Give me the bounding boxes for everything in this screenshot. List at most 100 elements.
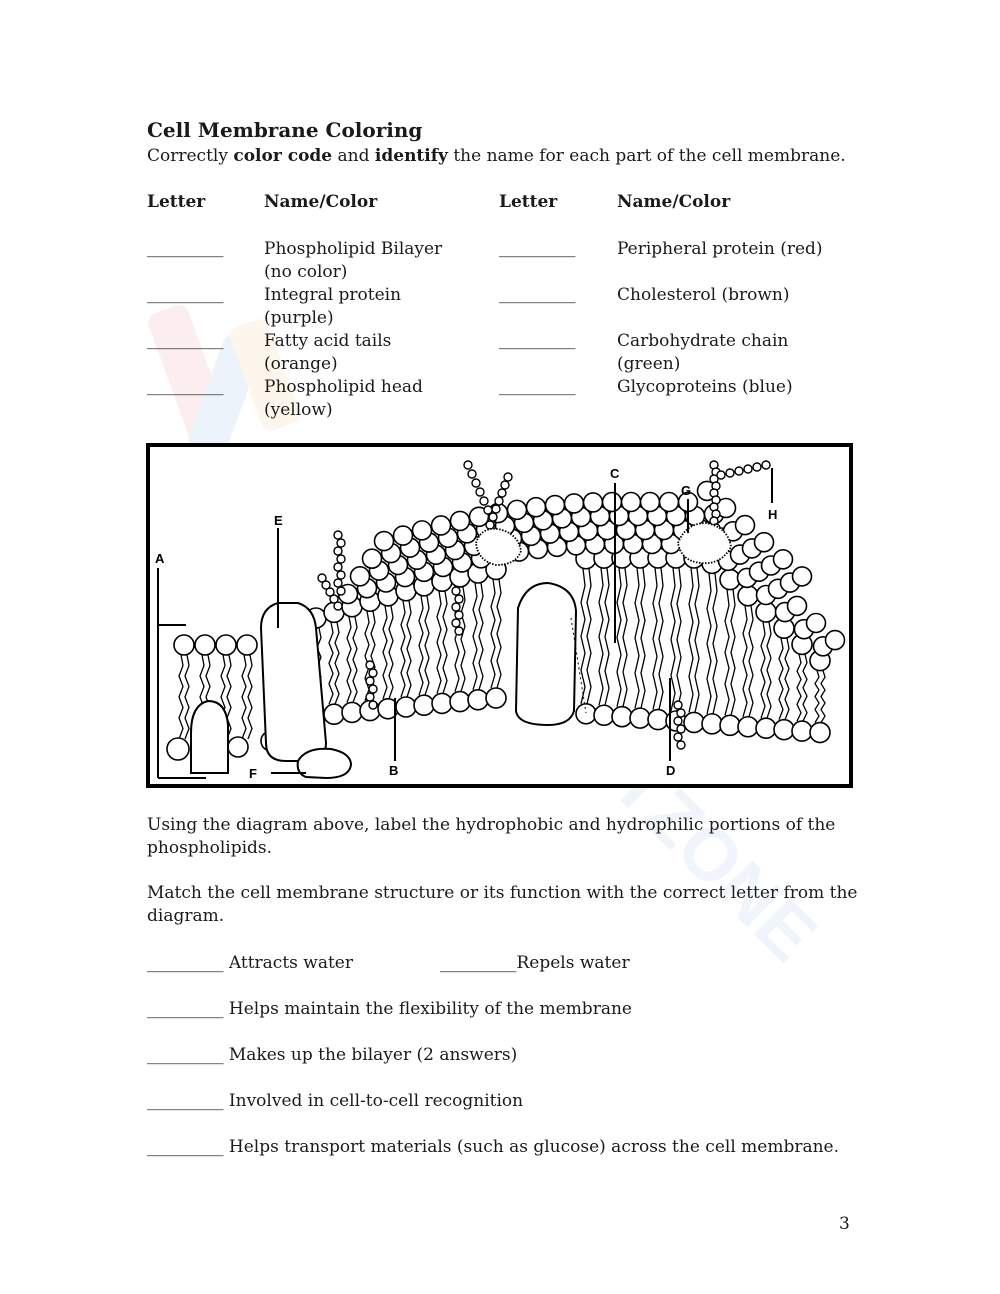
table-item: Phospholipid Bilayer(no color) — [264, 239, 443, 282]
match-instruction: Match the cell membrane structure or its… — [147, 883, 858, 926]
phospholipid-head — [373, 530, 395, 552]
peripheral-protein-f — [296, 747, 353, 780]
phospholipid-head — [824, 629, 846, 651]
answer-blank[interactable]: _________ — [147, 953, 224, 973]
label-a: A — [155, 551, 165, 566]
phospholipid-head — [449, 690, 471, 713]
carbohydrate-bead — [488, 512, 498, 522]
carbohydrate-bead — [317, 573, 327, 583]
phospholipid-head — [430, 515, 452, 536]
answer-blank[interactable]: _________ — [499, 284, 576, 304]
fatty-acid-tail — [676, 567, 682, 712]
phospholipid-head — [236, 634, 258, 656]
carbohydrate-bead — [336, 538, 346, 548]
carbohydrate-bead — [676, 708, 686, 718]
glycoprotein-blob-g — [677, 522, 732, 565]
table-item: Carbohydrate chain(green) — [617, 331, 789, 374]
fatty-acid-tail — [178, 654, 184, 740]
table-item: Fatty acid tails(orange) — [264, 331, 392, 374]
carbohydrate-bead — [336, 586, 346, 596]
carbohydrate-bead — [368, 700, 378, 710]
carbohydrate-bead — [451, 602, 461, 612]
answer-blank[interactable]: _________ — [147, 376, 224, 396]
carbohydrate-bead — [336, 570, 346, 580]
fatty-acid-tail — [328, 622, 334, 705]
phospholipid-head — [683, 711, 705, 734]
answer-blank[interactable]: _________ — [147, 1045, 224, 1065]
answer-blank[interactable]: _________ — [499, 376, 576, 396]
fatty-acid-tail — [778, 638, 784, 720]
phospholipid-head — [772, 549, 794, 570]
label-c: C — [610, 466, 620, 481]
carbohydrate-bead — [333, 546, 343, 556]
phospholipid-head — [413, 694, 435, 717]
carbohydrate-bead — [454, 610, 464, 620]
answer-blank[interactable]: _________ — [499, 330, 576, 350]
carbohydrate-bead — [761, 460, 771, 470]
carbohydrate-bead — [743, 464, 753, 474]
fatty-acid-tail — [472, 582, 478, 690]
glycoprotein-blob-left — [475, 527, 522, 566]
carbohydrate-bead — [483, 505, 493, 515]
phospholipid-head — [773, 718, 795, 741]
phospholipid-head — [323, 703, 345, 726]
label-g: G — [681, 483, 691, 498]
phospholipid-head — [639, 491, 661, 513]
fatty-acid-tail — [760, 621, 766, 719]
channel-protein — [514, 581, 578, 727]
table-item: Peripheral protein (red) — [617, 239, 823, 259]
fatty-acid-tail — [226, 654, 232, 740]
phospholipid-head — [719, 714, 741, 737]
fatty-acid-tail — [247, 654, 253, 740]
carbohydrate-bead — [336, 554, 346, 564]
answer-blank[interactable]: _________ — [147, 999, 224, 1019]
integral-protein-e — [259, 602, 328, 762]
carbohydrate-bead — [365, 676, 375, 686]
fatty-acid-tail — [796, 654, 802, 722]
carbohydrate-bead — [673, 732, 683, 742]
carbohydrate-bead — [463, 460, 473, 470]
fatty-acid-tail — [694, 567, 700, 713]
answer-blank[interactable]: _________ — [499, 238, 576, 258]
carbohydrate-bead — [725, 468, 735, 478]
carbohydrate-bead — [451, 586, 461, 596]
phospholipid-head — [194, 634, 216, 656]
fatty-acid-tail — [634, 567, 640, 709]
fatty-acid-tail — [814, 670, 820, 723]
fatty-acid-tail — [658, 567, 664, 710]
fatty-acid-tail — [820, 670, 826, 723]
carbohydrate-bead — [325, 587, 335, 597]
label-d: D — [666, 763, 675, 778]
phospholipid-head — [395, 696, 417, 718]
phospholipid-head — [620, 491, 642, 513]
table-item: Phospholipid head(yellow) — [264, 377, 423, 420]
fatty-acid-tail — [742, 605, 748, 717]
header-letter-2: Letter — [499, 192, 558, 212]
fatty-acid-tail — [184, 654, 190, 740]
phospholipid-head — [411, 520, 433, 541]
question-attracts-water: _________ Attracts water — [147, 953, 353, 973]
fatty-acid-tail — [784, 638, 790, 720]
phospholipid-head — [227, 736, 249, 758]
carbohydrate-bead — [734, 466, 744, 476]
answer-blank[interactable]: _________ — [147, 330, 224, 350]
carbohydrate-bead — [673, 716, 683, 726]
phospholipid-head — [563, 493, 585, 514]
answer-blank[interactable]: _________ — [147, 238, 224, 258]
fatty-acid-tail — [490, 579, 496, 689]
fatty-acid-tail — [436, 591, 442, 694]
carbohydrate-bead — [494, 496, 504, 506]
phospholipid-head — [629, 707, 651, 729]
phospholipid-head — [791, 720, 813, 742]
fatty-acid-tail — [460, 586, 466, 692]
answer-blank[interactable]: _________ — [147, 1137, 224, 1157]
carbohydrate-bead — [716, 470, 726, 480]
answer-blank[interactable]: _________ — [147, 284, 224, 304]
phospholipid-head — [485, 687, 507, 709]
phospholipid-head — [601, 491, 623, 513]
answer-blank[interactable]: _________ — [440, 953, 517, 973]
fatty-acid-tail — [382, 605, 388, 700]
answer-blank[interactable]: _________ — [147, 1091, 224, 1111]
page-number: 3 — [839, 1214, 850, 1234]
fatty-acid-tail — [730, 589, 736, 716]
